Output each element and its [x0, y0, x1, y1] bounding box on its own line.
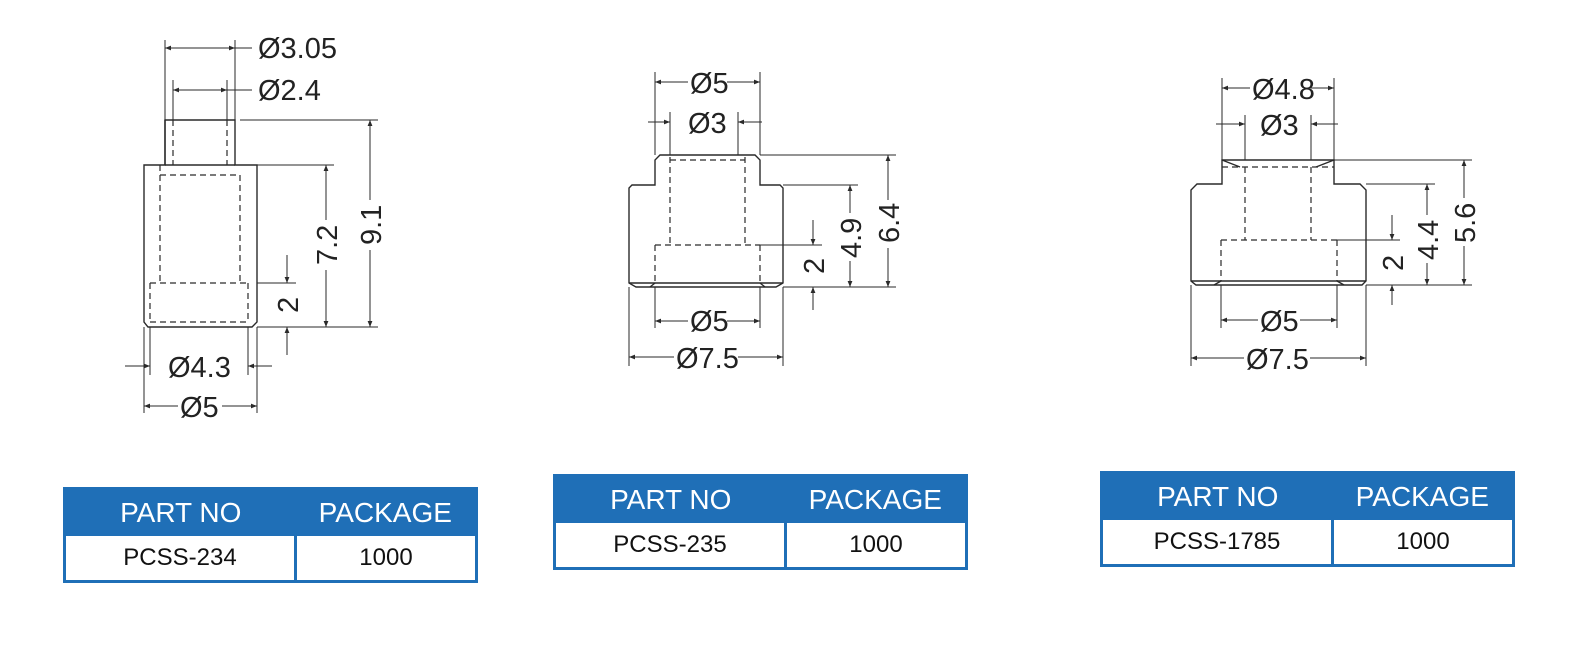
dim-bottom-inner: Ø4.3 — [168, 352, 231, 384]
dim-height-a: 7.2 — [312, 225, 344, 265]
cell-package: 1000 — [294, 536, 478, 583]
col-header-package: PACKAGE — [295, 488, 477, 536]
dim-height-c: 2 — [273, 297, 305, 313]
dim-height-a: 4.9 — [836, 218, 868, 258]
dim-height-b: 9.1 — [356, 205, 388, 245]
dim-bottom-inner: Ø5 — [690, 306, 729, 338]
cell-part-no: PCSS-235 — [553, 523, 787, 570]
cell-part-no: PCSS-234 — [63, 536, 297, 583]
col-header-package: PACKAGE — [785, 475, 967, 523]
cell-package: 1000 — [1331, 520, 1515, 567]
part-table-pcss-235: PART NO PACKAGE PCSS-235 1000 — [553, 474, 968, 570]
dim-top-inner: Ø2.4 — [258, 75, 321, 107]
dim-height-b: 6.4 — [874, 203, 906, 243]
col-header-package: PACKAGE — [1332, 472, 1514, 520]
table-row: PCSS-234 1000 — [63, 536, 478, 583]
table-header-row: PART NO PACKAGE — [64, 488, 477, 536]
table-header-row: PART NO PACKAGE — [554, 475, 967, 523]
part-table-pcss-1785: PART NO PACKAGE PCSS-1785 1000 — [1100, 471, 1515, 567]
dim-top-inner: Ø3 — [1260, 110, 1299, 142]
dim-height-c: 2 — [1378, 255, 1410, 271]
dim-bottom-outer: Ø7.5 — [676, 343, 739, 375]
dim-height-b: 5.6 — [1450, 203, 1482, 243]
part-drawing-pcss-235: Ø5 Ø3 6.4 4.9 2 Ø5 Ø7.5 — [628, 68, 906, 375]
dim-top-outer: Ø5 — [690, 68, 729, 100]
part-table-pcss-234: PART NO PACKAGE PCSS-234 1000 — [63, 487, 478, 583]
part-drawing-pcss-234: Ø3.05 Ø2.4 9.1 7.2 2 Ø4.3 Ø5 — [125, 33, 388, 424]
cell-part-no: PCSS-1785 — [1100, 520, 1334, 567]
dim-bottom-inner: Ø5 — [1260, 306, 1299, 338]
table-row: PCSS-235 1000 — [553, 523, 968, 570]
col-header-part-no: PART NO — [64, 488, 296, 536]
dim-top-inner: Ø3 — [688, 108, 727, 140]
col-header-part-no: PART NO — [554, 475, 786, 523]
cell-package: 1000 — [784, 523, 968, 570]
table-header-row: PART NO PACKAGE — [1101, 472, 1514, 520]
dim-height-c: 2 — [799, 258, 831, 274]
part-drawing-pcss-1785: Ø4.8 Ø3 5.6 4.4 2 Ø5 Ø7.5 — [1190, 74, 1482, 376]
dim-top-outer: Ø3.05 — [258, 33, 337, 65]
dim-bottom-outer: Ø5 — [180, 392, 219, 424]
dim-height-a: 4.4 — [1413, 220, 1445, 260]
dim-bottom-outer: Ø7.5 — [1246, 344, 1309, 376]
table-row: PCSS-1785 1000 — [1100, 520, 1515, 567]
dim-top-outer: Ø4.8 — [1252, 74, 1315, 106]
col-header-part-no: PART NO — [1101, 472, 1333, 520]
